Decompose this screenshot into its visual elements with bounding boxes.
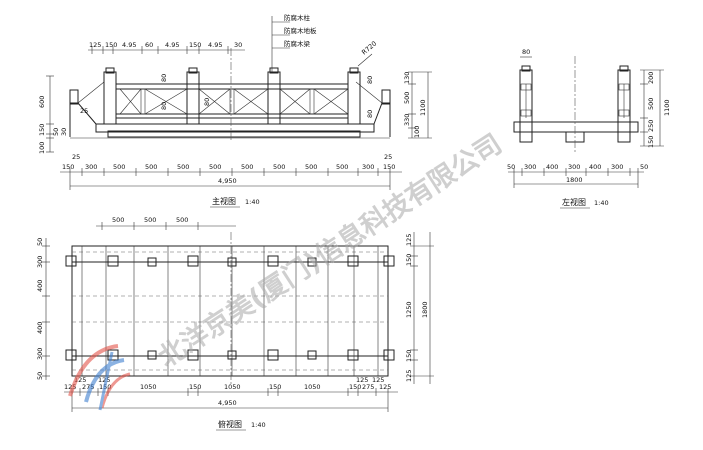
front-bottom-dim: 300 bbox=[85, 163, 97, 171]
front-edge-dim: 25 bbox=[384, 153, 392, 161]
front-bottom-dim: 150 bbox=[383, 163, 395, 171]
left-bottom-dim: 50 bbox=[640, 163, 648, 171]
plan-bottom-dim: 275 bbox=[82, 383, 94, 391]
plan-bottom-dim: 150 bbox=[349, 383, 361, 391]
front-top-dim: 4.95 bbox=[208, 41, 222, 49]
left-view-title: 左视图 bbox=[562, 197, 586, 207]
front-bottom-dim: 500 bbox=[113, 163, 125, 171]
plan-view-title: 俯视图 bbox=[218, 419, 242, 429]
plan-view-scale: 1:40 bbox=[251, 421, 266, 429]
left-view-scale: 1:40 bbox=[594, 199, 609, 207]
front-right-dim: 500 bbox=[403, 92, 411, 104]
front-bottom-dim: 500 bbox=[177, 163, 189, 171]
annotation-floor: 防腐木地板 bbox=[284, 26, 317, 35]
front-left-dim: 150 bbox=[38, 124, 46, 136]
plan-right-dim: 150 bbox=[405, 350, 413, 362]
front-edge-dim: 25 bbox=[72, 153, 80, 161]
left-bottom-dim: 400 bbox=[589, 163, 601, 171]
front-bottom-dim: 500 bbox=[336, 163, 348, 171]
annotation-beam: 防腐木梁 bbox=[284, 39, 311, 48]
front-top-dim: 150 bbox=[189, 41, 201, 49]
front-top-dim: 150 bbox=[105, 41, 117, 49]
front-inner-dim: 80 bbox=[160, 74, 168, 82]
front-bottom-dim: 500 bbox=[241, 163, 253, 171]
plan-bottom-dim: 125 bbox=[379, 383, 391, 391]
plan-bottom-dim: 150 bbox=[189, 383, 201, 391]
plan-left-dim: 400 bbox=[36, 280, 44, 292]
plan-bottom-dim: 275 bbox=[362, 383, 374, 391]
front-view: 防腐木柱 防腐木地板 防腐木梁 R720 125 150 4.95 60 4.9… bbox=[38, 13, 432, 208]
radius-label: R720 bbox=[360, 40, 378, 57]
left-right-dim: 500 bbox=[647, 98, 655, 110]
plan-right-dim: 125 bbox=[405, 234, 413, 246]
front-left-dim: 600 bbox=[38, 96, 46, 108]
left-top-dim: 80 bbox=[522, 48, 530, 56]
plan-right-dim: 150 bbox=[405, 254, 413, 266]
left-view: 80 200 500 250 150 1100 50 300 400 300 4… bbox=[507, 48, 671, 209]
left-bottom-dim: 50 bbox=[507, 163, 515, 171]
plan-right-dim: 1250 bbox=[405, 301, 413, 318]
front-right-dim: 100 bbox=[413, 126, 421, 138]
plan-small-dim: 125 bbox=[372, 376, 384, 384]
front-inner-dim: 80 bbox=[160, 102, 168, 110]
left-bottom-dim: 400 bbox=[546, 163, 558, 171]
front-top-dim: 30 bbox=[234, 41, 242, 49]
front-bottom-dim: 500 bbox=[209, 163, 221, 171]
front-total-dim: 4,950 bbox=[218, 177, 237, 185]
front-left-dim: 100 bbox=[38, 142, 46, 154]
front-bottom-dim: 300 bbox=[362, 163, 374, 171]
plan-small-dim: 125 bbox=[98, 376, 110, 384]
plan-bottom-dim: 1050 bbox=[304, 383, 321, 391]
front-left-dim: 50 bbox=[52, 128, 60, 136]
plan-top-dim: 500 bbox=[112, 216, 124, 224]
front-top-dim: 4.95 bbox=[165, 41, 179, 49]
front-bottom-dim: 500 bbox=[145, 163, 157, 171]
left-bottom-dim: 300 bbox=[568, 163, 580, 171]
left-right-dim: 150 bbox=[647, 136, 655, 148]
front-inner-dim: 25 bbox=[80, 107, 88, 115]
plan-top-dim: 500 bbox=[144, 216, 156, 224]
front-inner-dim: 80 bbox=[366, 110, 374, 118]
plan-bottom-dim: 1050 bbox=[140, 383, 157, 391]
front-inner-dim: 80 bbox=[366, 76, 374, 84]
annotation-post: 防腐木柱 bbox=[284, 13, 311, 22]
plan-small-dim: 125 bbox=[356, 376, 368, 384]
left-right-dim: 250 bbox=[647, 120, 655, 132]
plan-right-dim: 125 bbox=[405, 370, 413, 382]
plan-left-dim: 50 bbox=[36, 238, 44, 246]
front-right-dim: 1100 bbox=[419, 99, 427, 116]
plan-left-dim: 300 bbox=[36, 348, 44, 360]
left-right-total: 1100 bbox=[663, 99, 671, 116]
plan-right-total: 1800 bbox=[421, 301, 429, 318]
front-top-dim: 125 bbox=[89, 41, 101, 49]
front-right-dim: 330 bbox=[403, 114, 411, 126]
front-right-dim: 130 bbox=[403, 72, 411, 84]
watermark: 北洋京美(厦门)信息科技有限公司 bbox=[68, 128, 508, 411]
front-inner-dim: 80 bbox=[203, 98, 211, 106]
watermark-logo-icon bbox=[68, 344, 131, 411]
plan-top-dim: 500 bbox=[176, 216, 188, 224]
front-view-title: 主视图 bbox=[212, 196, 236, 206]
front-top-dim: 60 bbox=[145, 41, 153, 49]
left-total-dim: 1800 bbox=[566, 176, 583, 184]
plan-small-dim: 125 bbox=[74, 376, 86, 384]
left-bottom-dim: 300 bbox=[524, 163, 536, 171]
plan-left-dim: 400 bbox=[36, 322, 44, 334]
plan-bottom-dim: 1050 bbox=[224, 383, 241, 391]
plan-bottom-dim: 150 bbox=[269, 383, 281, 391]
front-bottom-dim: 500 bbox=[273, 163, 285, 171]
watermark-text: 北洋京美(厦门)信息科技有限公司 bbox=[152, 128, 507, 374]
plan-left-dim: 50 bbox=[36, 372, 44, 380]
left-right-dim: 200 bbox=[647, 72, 655, 84]
front-bottom-dim: 150 bbox=[62, 163, 74, 171]
plan-total-dim: 4,950 bbox=[218, 399, 237, 407]
front-top-dim: 4.95 bbox=[122, 41, 136, 49]
front-view-scale: 1:40 bbox=[245, 198, 260, 206]
plan-bottom-dim: 125 bbox=[64, 383, 76, 391]
front-bottom-dim: 500 bbox=[305, 163, 317, 171]
plan-left-dim: 300 bbox=[36, 256, 44, 268]
left-bottom-dim: 300 bbox=[611, 163, 623, 171]
front-left-dim: 30 bbox=[60, 128, 68, 136]
